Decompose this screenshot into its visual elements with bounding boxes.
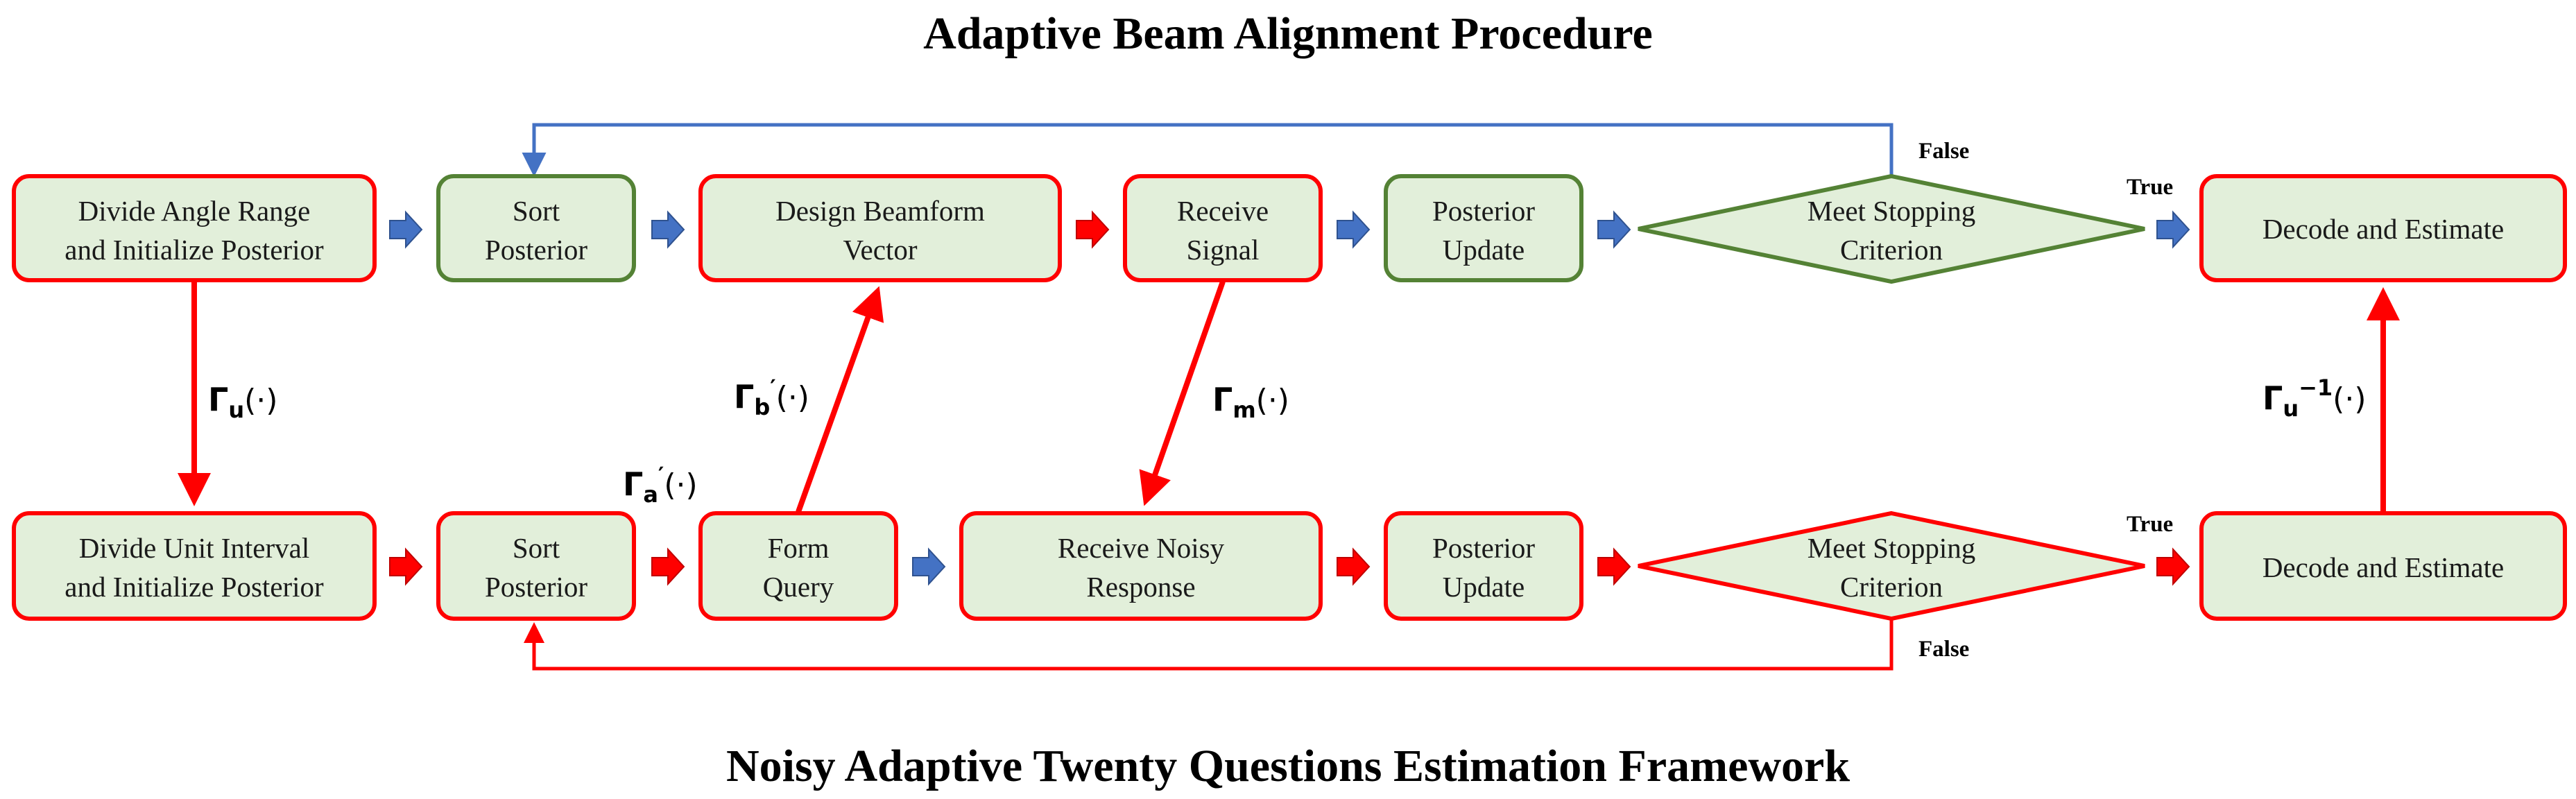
top-arrow-1: [389, 210, 423, 249]
top-design-box: [698, 174, 1062, 282]
bottom-update-line1: Posterior: [1432, 532, 1535, 564]
top-receive-line2: Signal: [1187, 234, 1260, 266]
top-stop-diamond: [1638, 173, 2145, 284]
gamma-m-label: Γm(·): [1212, 381, 1289, 423]
bottom-arrow-5: [1597, 547, 1631, 586]
bottom-receive-line1: Receive Noisy: [1058, 532, 1225, 564]
bottom-update-box: [1384, 511, 1583, 621]
top-update-box: [1384, 174, 1583, 282]
top-false-loop-line: [522, 123, 1894, 177]
bottom-arrow-1: [389, 547, 423, 586]
bottom-divide-line1: Divide Unit Interval: [79, 532, 309, 564]
top-arrow-4: [1337, 210, 1371, 249]
bottom-stop-line1: Meet Stopping: [1808, 532, 1976, 564]
top-receive-line1: Receive: [1177, 195, 1269, 227]
top-stop-line2: Criterion: [1840, 234, 1943, 266]
gamma-a-label: Γa′(·): [623, 462, 698, 508]
top-divide-line2: and Initialize Posterior: [65, 234, 324, 266]
top-arrow-6: [2156, 210, 2190, 249]
gamma-b-arrow: [796, 286, 884, 513]
top-update-line1: Posterior: [1432, 195, 1535, 227]
top-decode-box: [2199, 174, 2567, 282]
bottom-receive-box: [959, 511, 1323, 621]
bottom-form-line2: Query: [763, 571, 834, 603]
bottom-divide-line2: and Initialize Posterior: [65, 571, 324, 603]
bottom-title: Noisy Adaptive Twenty Questions Estimati…: [726, 741, 1850, 791]
bottom-arrow-2: [651, 547, 685, 586]
bottom-arrow-3: [912, 547, 946, 586]
bottom-form-line1: Form: [768, 532, 830, 564]
bottom-decode-text: Decode and Estimate: [2262, 551, 2504, 583]
top-stop-line1: Meet Stopping: [1808, 195, 1976, 227]
top-arrow-5: [1597, 210, 1631, 249]
top-design-line2: Vector: [843, 234, 917, 266]
top-divide-box: [12, 174, 377, 282]
top-arrow-2: [651, 210, 685, 249]
bottom-stop-diamond: [1638, 510, 2145, 621]
top-update-line2: Update: [1443, 234, 1525, 266]
bottom-sort-line2: Posterior: [485, 571, 587, 603]
top-false-label: False: [1918, 139, 1969, 164]
bottom-decode-box: [2199, 511, 2567, 621]
gamma-u-label: Γu(·): [208, 381, 277, 423]
top-sort-line2: Posterior: [485, 234, 587, 266]
bottom-sort-box: [436, 511, 636, 621]
bottom-sort-line1: Sort: [513, 532, 560, 564]
bottom-receive-line2: Response: [1086, 571, 1195, 603]
bottom-arrow-6: [2156, 547, 2190, 586]
bottom-true-label: True: [2127, 512, 2173, 537]
bottom-false-loop-line: [524, 619, 1894, 671]
bottom-divide-box: [12, 511, 377, 621]
top-sort-line1: Sort: [513, 195, 560, 227]
top-title: Adaptive Beam Alignment Procedure: [923, 8, 1653, 59]
top-design-line1: Design Beamform: [775, 195, 985, 227]
top-receive-box: [1123, 174, 1323, 282]
top-divide-line1: Divide Angle Range: [78, 195, 311, 227]
bottom-false-label: False: [1918, 637, 1969, 662]
gamma-m-arrow: [1139, 280, 1226, 506]
bottom-stop-line2: Criterion: [1840, 571, 1943, 603]
top-decode-text: Decode and Estimate: [2262, 213, 2504, 245]
top-true-label: True: [2127, 175, 2173, 200]
bottom-arrow-4: [1337, 547, 1371, 586]
top-sort-box: [436, 174, 636, 282]
top-arrow-3: [1076, 210, 1110, 249]
bottom-update-line2: Update: [1443, 571, 1525, 603]
gamma-b-label: Γb′(·): [734, 375, 809, 420]
bottom-form-box: [698, 511, 898, 621]
gamma-u-inv-label: Γu−1(·): [2262, 375, 2367, 422]
